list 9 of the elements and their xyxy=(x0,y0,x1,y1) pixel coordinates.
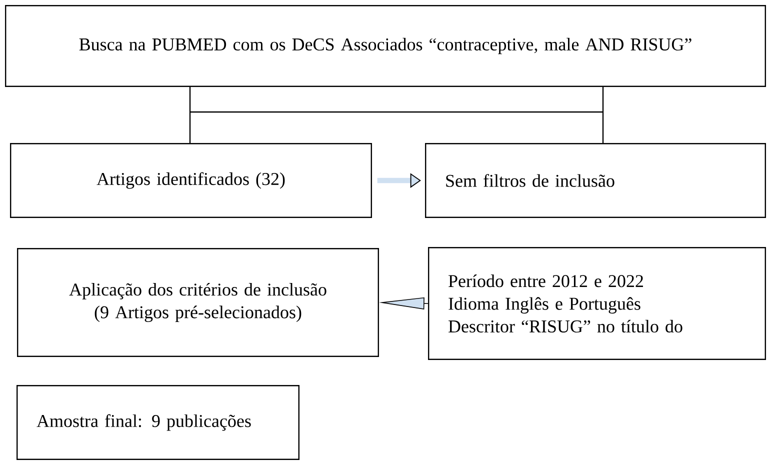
process-box: Artigos identificados (32) xyxy=(10,143,372,218)
search-box: Busca na PUBMED com os DeCS Associados “contraceptive, male AND RISUG” xyxy=(5,5,766,87)
process-box: Sem filtros de inclusão xyxy=(425,143,766,218)
connector-line xyxy=(189,87,191,143)
connector-line xyxy=(602,87,604,143)
process-box: Aplicação dos critérios de inclusão (9 Artigos pré-selecionados) xyxy=(17,248,379,357)
result-box: Amostra final: 9 publicações xyxy=(16,385,300,460)
criteria-box: Período entre 2012 e 2022 Idioma Inglês e Português Descritor “RISUG” no título do xyxy=(428,247,766,360)
block-arrow xyxy=(377,173,421,188)
